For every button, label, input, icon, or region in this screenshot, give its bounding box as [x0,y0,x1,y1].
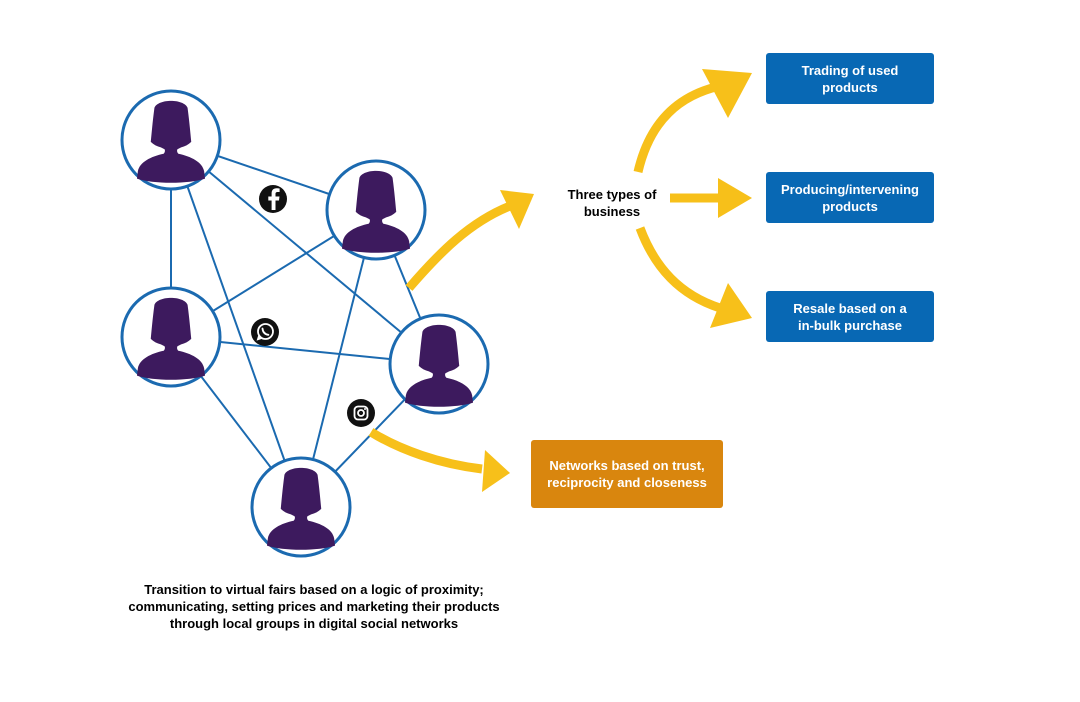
facebook-icon [259,185,287,213]
business-types-label: Three types of business [567,187,657,219]
person-node [120,89,222,191]
arrow-head [702,69,752,118]
arrow-head [500,190,534,229]
network-link [300,209,377,508]
arrow-to-trading [633,81,722,174]
arrow-head [710,283,752,328]
whatsapp-icon [251,318,279,346]
flow-arrows [368,81,722,474]
arrow-to-resale [635,226,722,313]
person-node [120,286,222,388]
diagram-caption: Transition to virtual fairs based on a l… [128,582,500,631]
business-type-trading-box: Trading of used products [766,53,934,104]
arrow-to-networks [368,428,483,474]
person-node [388,313,490,415]
trust-networks-box: Networks based on trust, reciprocity and… [531,440,723,508]
arrow-head [718,178,752,218]
instagram-icon [347,399,375,427]
person-node [250,456,352,558]
network-link [170,139,302,508]
business-type-resale-box: Resale based on a in-bulk purchase [766,291,934,342]
business-type-producing-box: Producing/intervening products [766,172,934,223]
arrow-heads [482,69,752,492]
arrow-to-business-types [405,201,512,291]
network-link [170,139,440,365]
arrow-head [482,450,510,492]
person-node [325,159,427,261]
